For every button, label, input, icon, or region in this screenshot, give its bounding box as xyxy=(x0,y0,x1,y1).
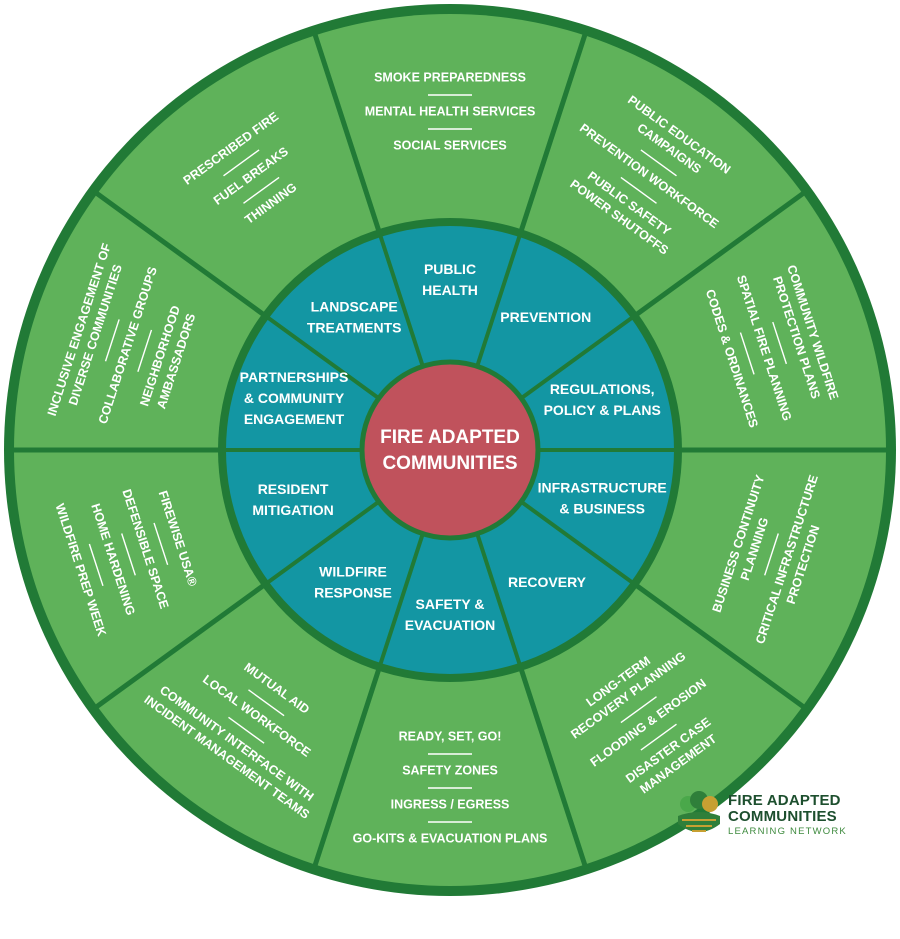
inner-sector-label: MITIGATION xyxy=(252,502,333,518)
logo-subtitle: LEARNING NETWORK xyxy=(728,826,847,837)
inner-sector-label: POLICY & PLANS xyxy=(544,402,661,418)
outer-sector: SMOKE PREPAREDNESS MENTAL HEALTH SERVICES… xyxy=(365,70,536,152)
inner-divider xyxy=(378,234,428,375)
item-separator xyxy=(104,319,120,362)
center-title-line: FIRE ADAPTED xyxy=(380,427,520,448)
inner-sector-label: PARTNERSHIPS xyxy=(240,369,349,385)
item-separator xyxy=(243,176,280,204)
item-separator xyxy=(153,522,169,566)
inner-sector-label: RESIDENT xyxy=(258,481,329,497)
outer-divider xyxy=(92,581,268,711)
outer-divider xyxy=(311,30,382,234)
inner-sector-label: RECOVERY xyxy=(508,574,587,590)
item-separator xyxy=(228,716,265,744)
inner-sector-label: INFRASTRUCTURE xyxy=(538,480,667,496)
outer-ring-dividers xyxy=(10,30,890,870)
inner-sector-label: ENGAGEMENT xyxy=(244,411,345,427)
inner-sector-label: PREVENTION xyxy=(500,309,591,325)
inner-sector-label: WILDFIRE xyxy=(319,564,387,580)
inner-sector-label: SAFETY & xyxy=(416,596,485,612)
outer-item-label: SMOKE PREPAREDNESS xyxy=(374,70,526,84)
item-separator xyxy=(137,329,153,372)
logo-icon xyxy=(678,791,720,832)
outer-item-label: SOCIAL SERVICES xyxy=(393,138,506,152)
inner-sector-label: & COMMUNITY xyxy=(244,390,345,406)
item-separator xyxy=(248,689,285,717)
inner-divider xyxy=(265,495,387,585)
center-title-line: COMMUNITIES xyxy=(382,453,517,474)
outer-sector: READY, SET, GO! SAFETY ZONES INGRESS / EGR… xyxy=(353,729,548,845)
center-label: FIRE ADAPTED COMMUNITIES xyxy=(380,427,520,474)
inner-divider xyxy=(472,525,522,666)
inner-sector-label: TREATMENTS xyxy=(307,319,402,335)
item-separator xyxy=(764,533,779,576)
outer-divider xyxy=(518,30,589,234)
item-separator xyxy=(772,321,788,365)
inner-ring-labels: PUBLIC HEALTH PREVENTION REGULATIONS, POLICY… xyxy=(240,261,667,633)
item-separator xyxy=(640,723,677,751)
outer-item-label: READY, SET, GO! xyxy=(399,729,502,743)
inner-ring-dividers xyxy=(224,234,676,666)
outer-item-label: INGRESS / EGRESS xyxy=(391,797,510,811)
inner-sector-label: REGULATIONS, xyxy=(550,381,655,397)
item-separator xyxy=(88,543,104,587)
item-separator xyxy=(620,696,657,724)
inner-sector-label: PUBLIC xyxy=(424,261,476,277)
outer-divider xyxy=(311,666,382,870)
inner-sector-label: LANDSCAPE xyxy=(311,298,398,314)
fac-logo: FIRE ADAPTED COMMUNITIES LEARNING NETWOR… xyxy=(676,790,876,840)
item-separator xyxy=(223,149,260,177)
outer-item-label: GO-KITS & EVACUATION PLANS xyxy=(353,831,548,845)
item-separator xyxy=(121,533,136,576)
item-separator xyxy=(620,176,657,204)
outer-divider xyxy=(632,581,808,711)
item-separator xyxy=(739,332,755,375)
inner-divider xyxy=(513,495,635,585)
outer-item-label: SAFETY ZONES xyxy=(402,763,498,777)
inner-sector-label: HEALTH xyxy=(422,282,478,298)
inner-sector-label: & BUSINESS xyxy=(559,501,645,517)
item-separator xyxy=(640,149,677,177)
logo-title: FIRE ADAPTED COMMUNITIES xyxy=(728,792,841,825)
outer-divider xyxy=(518,666,589,870)
outer-divider xyxy=(92,189,268,319)
center-circle xyxy=(359,359,541,541)
inner-sector-label: RESPONSE xyxy=(314,585,392,601)
outer-divider xyxy=(632,189,808,319)
inner-divider xyxy=(472,234,522,375)
inner-sector-label: EVACUATION xyxy=(405,617,495,633)
inner-divider xyxy=(513,315,635,405)
outer-item-label: MENTAL HEALTH SERVICES xyxy=(365,104,536,118)
inner-divider xyxy=(265,315,387,405)
inner-divider xyxy=(378,525,428,666)
